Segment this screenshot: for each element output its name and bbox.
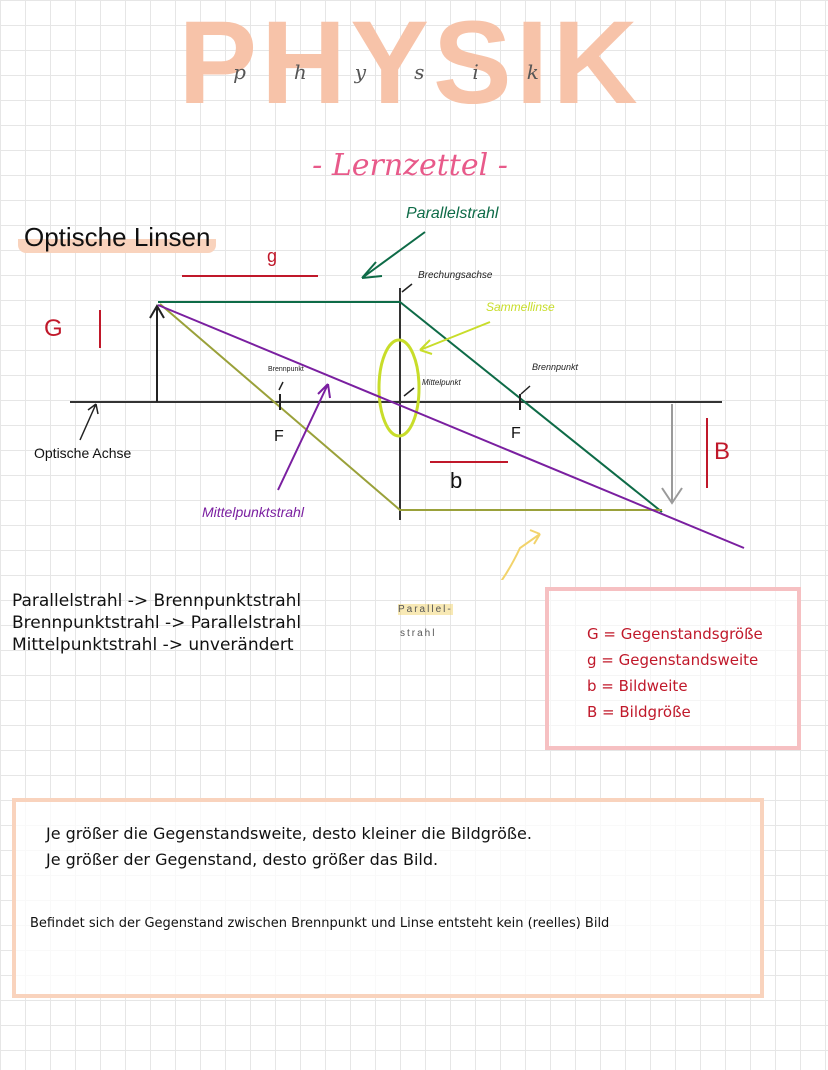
note-line-3: Befindet sich der Gegenstand zwischen Br… bbox=[30, 916, 610, 931]
optische-achse-pointer bbox=[79, 403, 99, 441]
object-arrow-head bbox=[149, 304, 165, 319]
label-sammellinse: Sammellinse bbox=[486, 300, 555, 314]
note-line-1: Je größer die Gegenstandsweite, desto kl… bbox=[46, 824, 532, 843]
legend-item: B = Bildgröße bbox=[587, 703, 691, 721]
label-brennpunkt-right: Brennpunkt bbox=[532, 362, 579, 372]
label-brennpunkt-left: Brennpunkt bbox=[268, 366, 304, 373]
sammellinse-pointer bbox=[419, 321, 491, 355]
label-g: g bbox=[267, 246, 278, 266]
notes-box bbox=[12, 798, 764, 998]
legend-item: G = Gegenstandsgröße bbox=[587, 625, 763, 643]
label-F-right: F bbox=[511, 425, 521, 442]
legend-item: b = Bildweite bbox=[587, 677, 688, 695]
label-brechungsachse: Brechungsachse bbox=[418, 270, 493, 281]
mittelpunkt-pointer bbox=[403, 387, 415, 397]
parallelstrahl-pointer bbox=[361, 231, 426, 279]
focal-ray bbox=[159, 303, 662, 511]
converging-lens bbox=[377, 338, 421, 438]
parallelstrahl-bottom-pointer bbox=[500, 529, 541, 580]
brennpunkt-right-pointer bbox=[520, 385, 531, 395]
legend-box: G = Gegenstandsgröße g = Gegenstandsweit… bbox=[545, 587, 801, 750]
rays-list-item: Mittelpunktstrahl -> unverändert bbox=[12, 635, 294, 655]
label-optische-achse: Optische Achse bbox=[34, 445, 132, 461]
section-heading: Optische Linsen bbox=[18, 222, 217, 253]
label-mittelpunkt: Mittelpunkt bbox=[422, 378, 461, 387]
label-parallelstrahl-bottom-1: Parallel- bbox=[398, 604, 453, 615]
image-arrow-head bbox=[661, 487, 683, 505]
parallel-ray bbox=[158, 301, 663, 513]
label-parallelstrahl: Parallelstrahl bbox=[406, 205, 499, 222]
lens-diagram bbox=[70, 231, 745, 580]
page-subtitle: - Lernzettel - bbox=[312, 148, 508, 183]
note-line-2: Je größer der Gegenstand, desto größer d… bbox=[46, 850, 439, 869]
label-F-left: F bbox=[274, 428, 284, 445]
center-ray bbox=[157, 304, 745, 549]
title-handwritten: physik bbox=[233, 60, 587, 84]
rays-list: Parallelstrahl -> Brennpunktstrahl Brenn… bbox=[12, 590, 301, 656]
rays-list-item: Brennpunktstrahl -> Parallelstrahl bbox=[12, 613, 302, 633]
mittelpunktstrahl-pointer bbox=[277, 383, 331, 491]
label-mittelpunktstrahl: Mittelpunktstrahl bbox=[202, 504, 304, 520]
title-decorative: PHYSIK bbox=[178, 8, 642, 118]
rays-list-item: Parallelstrahl -> Brennpunktstrahl bbox=[12, 591, 302, 611]
legend-item: g = Gegenstandsweite bbox=[587, 651, 759, 669]
label-parallelstrahl-bottom-2: strahl bbox=[400, 628, 437, 639]
label-B: B bbox=[714, 438, 731, 465]
brechungsachse-pointer bbox=[401, 283, 413, 293]
label-b: b bbox=[450, 468, 463, 493]
brennpunkt-left-pointer bbox=[278, 381, 284, 391]
label-G: G bbox=[44, 315, 63, 342]
